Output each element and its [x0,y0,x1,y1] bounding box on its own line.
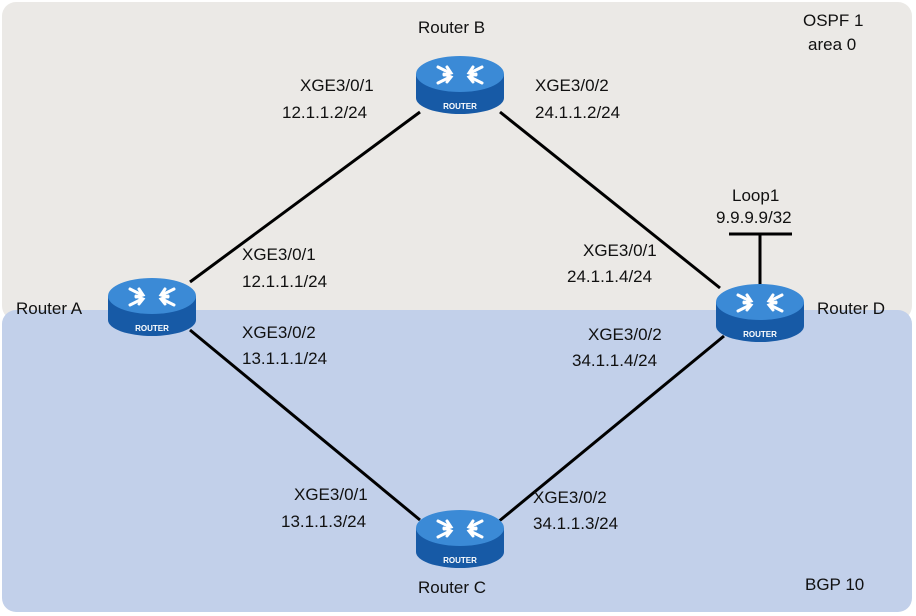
iface-b-ab-ip: 12.1.1.2/24 [282,103,368,122]
iface-a-ac-ip: 13.1.1.1/24 [242,349,328,368]
router-d-name: Router D [817,299,886,318]
router-b-tag: ROUTER [443,102,477,111]
iface-c-cd-ip: 34.1.1.3/24 [533,514,619,533]
link-b-d [499,110,721,290]
router-b-icon: ROUTER [414,52,506,116]
iface-a-ac-name: XGE3/0/2 [242,323,316,342]
iface-b-bd-name: XGE3/0/2 [535,76,609,95]
link-a-b [189,110,421,284]
router-a-tag: ROUTER [135,324,169,333]
router-a-icon: ROUTER [106,274,198,338]
link-a-c [189,328,421,522]
router-d-icon: ROUTER [714,280,806,344]
iface-d-bd-ip: 24.1.1.4/24 [567,267,653,286]
iface-d-bd-name: XGE3/0/1 [583,241,657,260]
iface-c-cd-name: XGE3/0/2 [533,488,607,507]
router-d-tag: ROUTER [743,330,777,339]
iface-c-ac-name: XGE3/0/1 [294,485,368,504]
router-c-tag: ROUTER [443,556,477,565]
iface-d-cd-name: XGE3/0/2 [588,325,662,344]
router-c-icon: ROUTER [414,506,506,570]
iface-d-cd-ip: 34.1.1.4/24 [572,351,658,370]
iface-a-ab-name: XGE3/0/1 [242,245,316,264]
iface-a-ab-ip: 12.1.1.1/24 [242,272,328,291]
iface-b-ab-name: XGE3/0/1 [300,76,374,95]
link-c-d [497,334,725,524]
bgp-label: BGP 10 [805,575,865,594]
iface-b-bd-ip: 24.1.1.2/24 [535,103,621,122]
iface-c-ac-ip: 13.1.1.3/24 [281,512,367,531]
router-c-name: Router C [418,578,487,597]
loopback-name: Loop1 [732,186,780,205]
ospf-label-line1: OSPF 1 [803,11,864,30]
router-a-name: Router A [16,299,83,318]
router-b-name: Router B [418,18,486,37]
loopback-ip: 9.9.9.9/32 [716,208,792,227]
ospf-label-line2: area 0 [808,35,857,54]
